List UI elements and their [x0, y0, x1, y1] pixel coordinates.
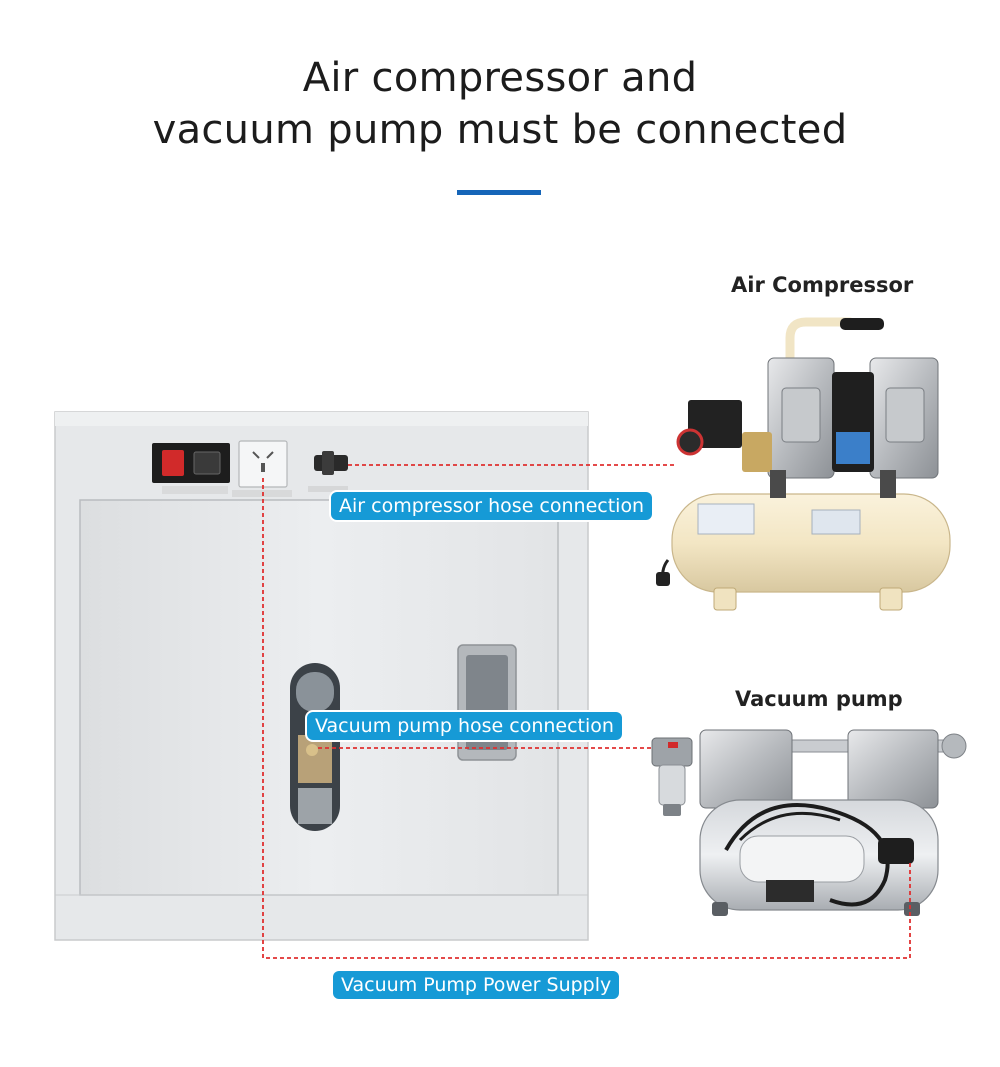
connector-lines [262, 464, 911, 959]
power-switch-module [152, 443, 230, 494]
title-accent-bar [457, 190, 541, 195]
pump-power-callout: Vacuum Pump Power Supply [333, 971, 620, 999]
power-outlet [232, 440, 292, 497]
air-hose-callout: Air compressor hose connection [331, 492, 653, 520]
air-compressor-illustration [656, 317, 951, 611]
page-title-line-2: vacuum pump must be connected [152, 107, 848, 153]
air-intake-fitting [308, 451, 348, 492]
vacuum-pump-label: Vacuum pump [735, 687, 903, 711]
viewing-window [290, 663, 340, 831]
vacuum-hose-callout: Vacuum pump hose connection [307, 712, 622, 740]
pump-power-line [262, 478, 911, 959]
air-compressor-label: Air Compressor [731, 273, 914, 297]
door-handle [457, 644, 517, 761]
page-title-line-1: Air compressor and [302, 55, 698, 101]
vacuum-pump-illustration [651, 729, 967, 916]
page-title: Air compressor and vacuum pump must be c… [0, 52, 1000, 156]
